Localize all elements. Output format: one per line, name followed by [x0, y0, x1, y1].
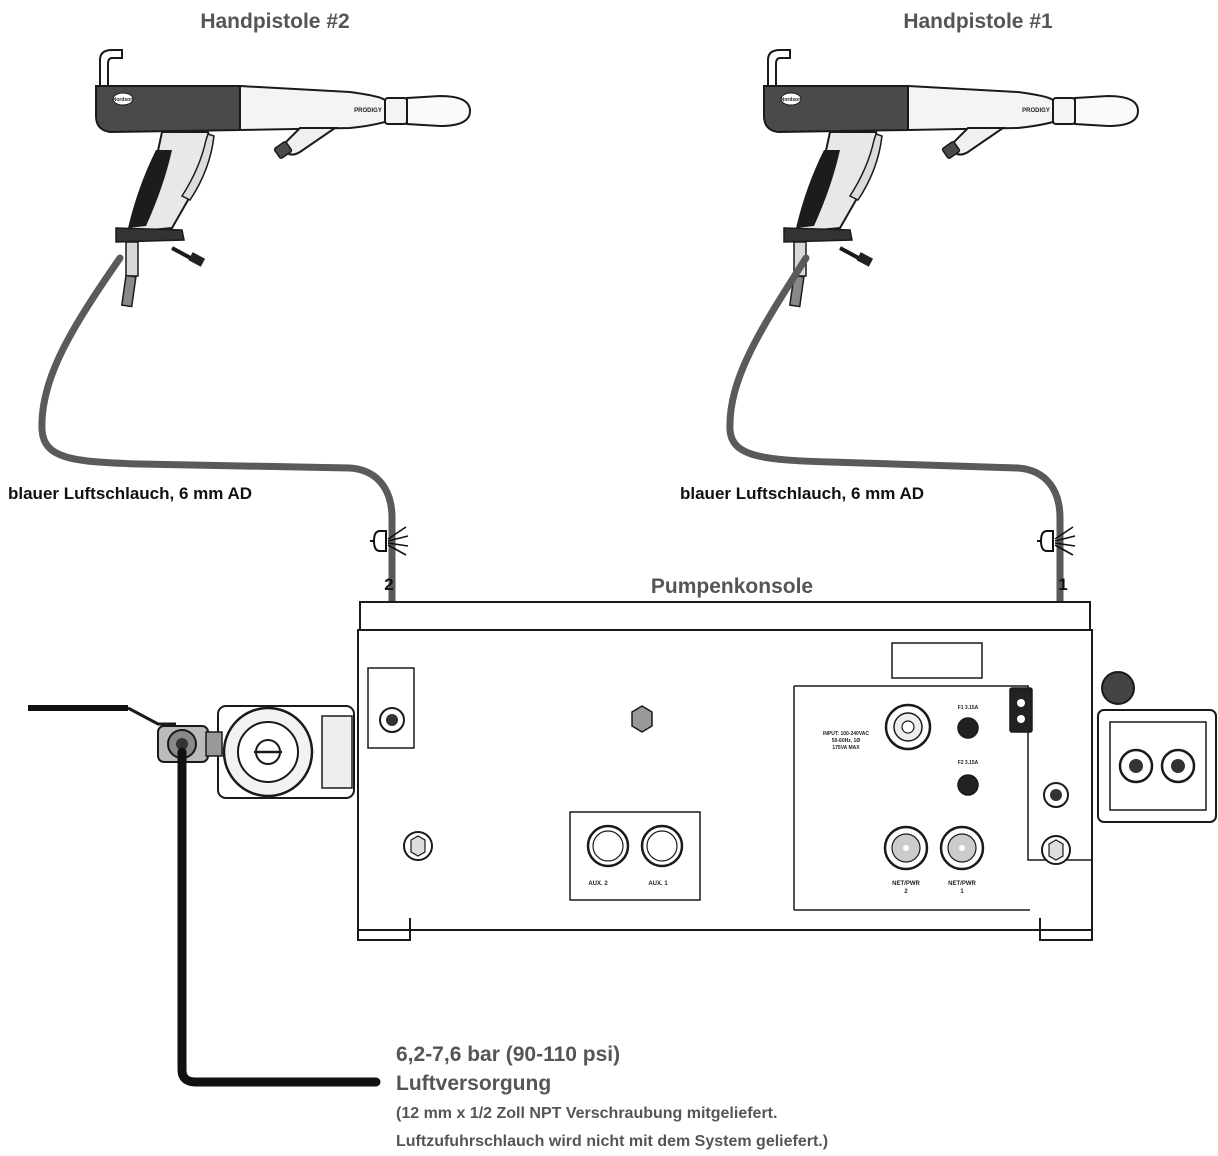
gun2-model-text: PRODIGY — [354, 108, 382, 114]
supply-label: Luftversorgung — [396, 1072, 551, 1095]
console-title: Pumpenkonsole — [651, 575, 813, 598]
port-label-1: 1 — [1058, 575, 1067, 594]
hose-label-left: blauer Luftschlauch, 6 mm AD — [8, 484, 252, 503]
pressure-label: 6,2-7,6 bar (90-110 psi) — [396, 1043, 620, 1066]
air-filter-regulator — [217, 705, 355, 799]
gun2-badge-text: Nordson — [113, 97, 134, 103]
aux2-label: AUX. 2 — [588, 881, 608, 887]
netpwr2-label-b: 2 — [904, 889, 908, 895]
netpwr1-label-b: 1 — [960, 889, 964, 895]
pump-console: AUX. 2 AUX. 1 INPUT: 100-240VAC 50-60Hz,… — [357, 601, 1093, 941]
input-text-1: INPUT: 100-240VAC — [823, 731, 869, 737]
air-hose-2 — [38, 254, 396, 712]
supply-note-line2: Luftzufuhrschlauch wird nicht mit dem Sy… — [396, 1133, 828, 1150]
air-spray-icon — [1036, 526, 1076, 556]
gun1-model-text: PRODIGY — [1022, 108, 1050, 114]
input-text-2: 50-60Hz, 1Ø — [832, 738, 860, 744]
right-pump-module — [1097, 671, 1217, 823]
gun2-title: Handpistole #2 — [200, 10, 349, 33]
fuse2-label: F2 3.15A — [958, 760, 979, 766]
supply-note-line1: (12 mm x 1/2 Zoll NPT Verschraubung mitg… — [396, 1105, 777, 1122]
air-hose-1 — [726, 254, 1064, 834]
fuse1-label: F1 3.15A — [958, 705, 979, 711]
aux1-label: AUX. 1 — [648, 881, 668, 887]
air-supply-hose — [177, 747, 381, 1087]
hose-label-right: blauer Luftschlauch, 6 mm AD — [680, 484, 924, 503]
port-label-2: 2 — [384, 575, 393, 594]
ground-icon — [1009, 687, 1033, 733]
netpwr1-label-a: NET/PWR — [948, 881, 976, 887]
hex-plug-icon — [631, 705, 653, 733]
input-text-3: 175VA MAX — [832, 745, 860, 751]
gun1-badge-text: Nordson — [781, 97, 802, 103]
spray-gun-1: Nordson PRODIGY — [762, 48, 1140, 309]
spray-gun-2: Nordson PRODIGY — [94, 48, 472, 309]
netpwr2-label-a: NET/PWR — [892, 881, 920, 887]
gun1-title: Handpistole #1 — [903, 10, 1053, 33]
ball-valve[interactable] — [28, 705, 223, 763]
